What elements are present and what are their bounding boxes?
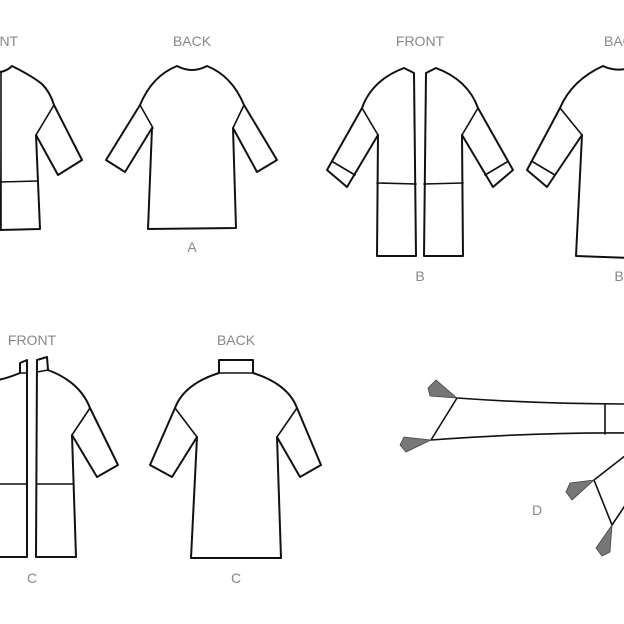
back-view-a — [105, 65, 278, 230]
back-a-label: BACK — [173, 33, 212, 49]
view-c-letter: C — [27, 570, 37, 586]
back-view-b — [526, 65, 624, 259]
view-d-letter: D — [532, 502, 542, 518]
back-view-c — [149, 359, 322, 559]
tie-belt-d — [399, 379, 624, 557]
front-b-label: FRONT — [396, 33, 445, 49]
front-a-label: FRONT — [0, 33, 19, 49]
view-c-letter-2: C — [231, 570, 241, 586]
view-b-letter-2: B — [614, 268, 623, 284]
view-b-letter: B — [415, 268, 424, 284]
back-b-label: BACK — [604, 33, 624, 49]
front-view-a — [0, 65, 83, 231]
front-view-b — [326, 67, 514, 257]
front-c-label: FRONT — [8, 332, 57, 348]
back-c-label: BACK — [217, 332, 256, 348]
tassel-icon — [399, 379, 613, 557]
view-a-letter: A — [187, 239, 197, 255]
front-view-c — [0, 356, 119, 558]
